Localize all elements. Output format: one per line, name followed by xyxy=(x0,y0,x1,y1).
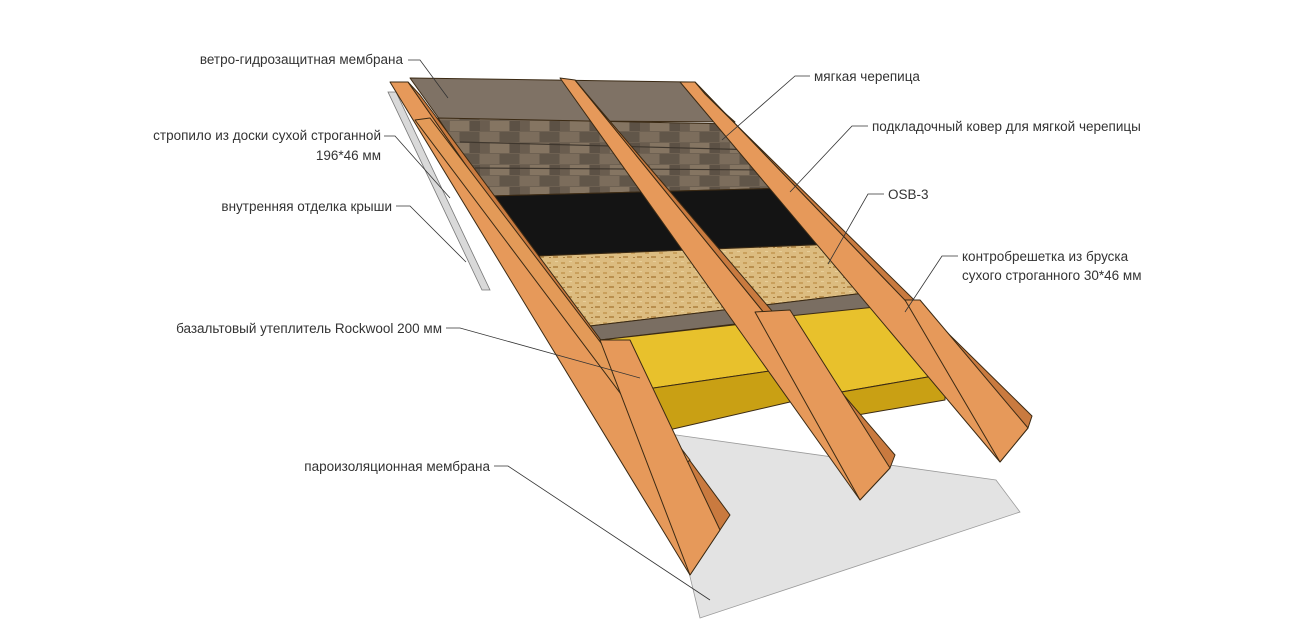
label-osb: OSB-3 xyxy=(888,187,929,202)
label-wind-membrane: ветро-гидрозащитная мембрана xyxy=(200,52,404,67)
label-underlay-carpet: подкладочный ковер для мягкой черепицы xyxy=(872,119,1141,134)
label-rafter-line1: стропило из доски сухой строганной xyxy=(153,128,381,143)
label-basalt-insulation: базальтовый утеплитель Rockwool 200 мм xyxy=(176,321,442,336)
interior-finish-board xyxy=(387,91,491,291)
label-counter-batten-line1: контробрешетка из бруска xyxy=(962,249,1129,264)
label-interior-finish: внутренняя отделка крыши xyxy=(221,199,392,214)
label-rafter-line2: 196*46 мм xyxy=(316,148,381,163)
wind-membrane xyxy=(409,77,736,123)
label-vapor-membrane: пароизоляционная мембрана xyxy=(304,459,490,474)
leader-lines xyxy=(384,59,958,601)
label-counter-batten-line2: сухого строганного 30*46 мм xyxy=(962,268,1141,283)
label-soft-tile: мягкая черепица xyxy=(814,69,920,84)
